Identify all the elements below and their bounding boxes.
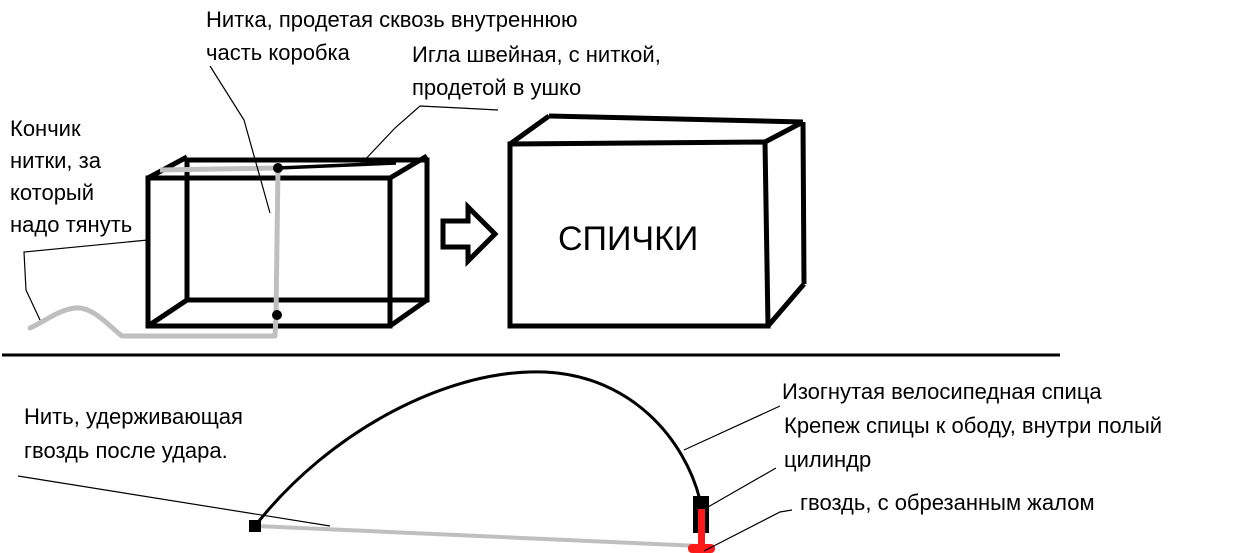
matchbox-drawer	[145, 153, 430, 329]
label-string: Нить, удерживающая гвоздь после удара.	[24, 404, 249, 463]
top-leader-lines	[23, 65, 499, 321]
closed-box-edge	[548, 113, 804, 125]
leader-needle	[359, 105, 499, 166]
closed-box-edge	[800, 121, 807, 285]
label-thread-inside-line: часть коробка	[206, 40, 351, 65]
label-mount-line: цилиндр	[784, 447, 871, 472]
label-needle-line: продетой в ушко	[412, 75, 581, 100]
leader-mount	[707, 467, 777, 508]
label-thread-tip-line: нитки, за	[10, 148, 102, 173]
bent-spoke	[253, 370, 702, 527]
spoke-end-knot	[249, 520, 261, 532]
closed-box-edge	[763, 119, 805, 145]
label-needle-line: Игла швейная, с ниткой,	[412, 42, 661, 67]
label-thread-tip: Кончик нитки, за который надо тянуть	[10, 116, 132, 237]
matchbox-closed	[507, 113, 807, 329]
label-mount: Крепеж спицы к ободу, внутри полый цилин…	[784, 413, 1168, 472]
sewing-needle	[277, 161, 397, 170]
label-thread-inside: Нитка, продетая сквозь внутреннюю часть …	[206, 7, 584, 65]
drawer-edge	[146, 297, 189, 329]
holding-string	[255, 524, 701, 548]
arrow-icon	[440, 200, 499, 268]
label-string-line: Нить, удерживающая	[24, 404, 243, 429]
label-thread-inside-line: Нитка, продетая сквозь внутреннюю	[206, 7, 578, 32]
label-thread-tip-line: который	[10, 180, 94, 205]
nail-shaft	[698, 509, 705, 547]
thread-through-box	[122, 165, 281, 339]
label-spoke: Изогнутая велосипедная спица	[782, 379, 1102, 404]
leader-thread-inside	[209, 65, 271, 214]
drawer-back-face	[184, 157, 430, 303]
drawer-edge	[388, 297, 429, 329]
bottom-leader-lines	[17, 405, 793, 552]
closed-box-edge	[508, 113, 551, 147]
leader-spoke	[683, 405, 781, 451]
label-string-line: гвоздь после удара.	[24, 438, 228, 463]
bottom-scene: Нить, удерживающая гвоздь после удара. И…	[17, 370, 1168, 553]
closed-box-edge	[766, 282, 806, 328]
label-mount-line: Крепеж спицы к ободу, внутри полый	[784, 413, 1162, 438]
top-scene: СПИЧКИ Нитка, продетая сквозь внутреннюю…	[10, 7, 807, 339]
matchbox-label: СПИЧКИ	[558, 220, 698, 258]
drawer-front-face	[145, 175, 393, 329]
leader-nail	[703, 509, 793, 552]
label-needle: Игла швейная, с ниткой, продетой в ушко	[412, 42, 667, 100]
thread-hole-bottom	[272, 310, 282, 320]
thread-hole-top	[273, 163, 283, 173]
leader-string	[17, 475, 331, 527]
nail-head	[688, 544, 715, 553]
label-thread-tip-line: Кончик	[10, 116, 81, 141]
label-thread-tip-line: надо тянуть	[10, 212, 132, 237]
drawer-edge	[388, 153, 429, 181]
thread-tip	[27, 305, 125, 339]
label-nail: гвоздь, с обрезанным жалом	[800, 490, 1095, 515]
leader-thread-tip	[23, 239, 149, 321]
